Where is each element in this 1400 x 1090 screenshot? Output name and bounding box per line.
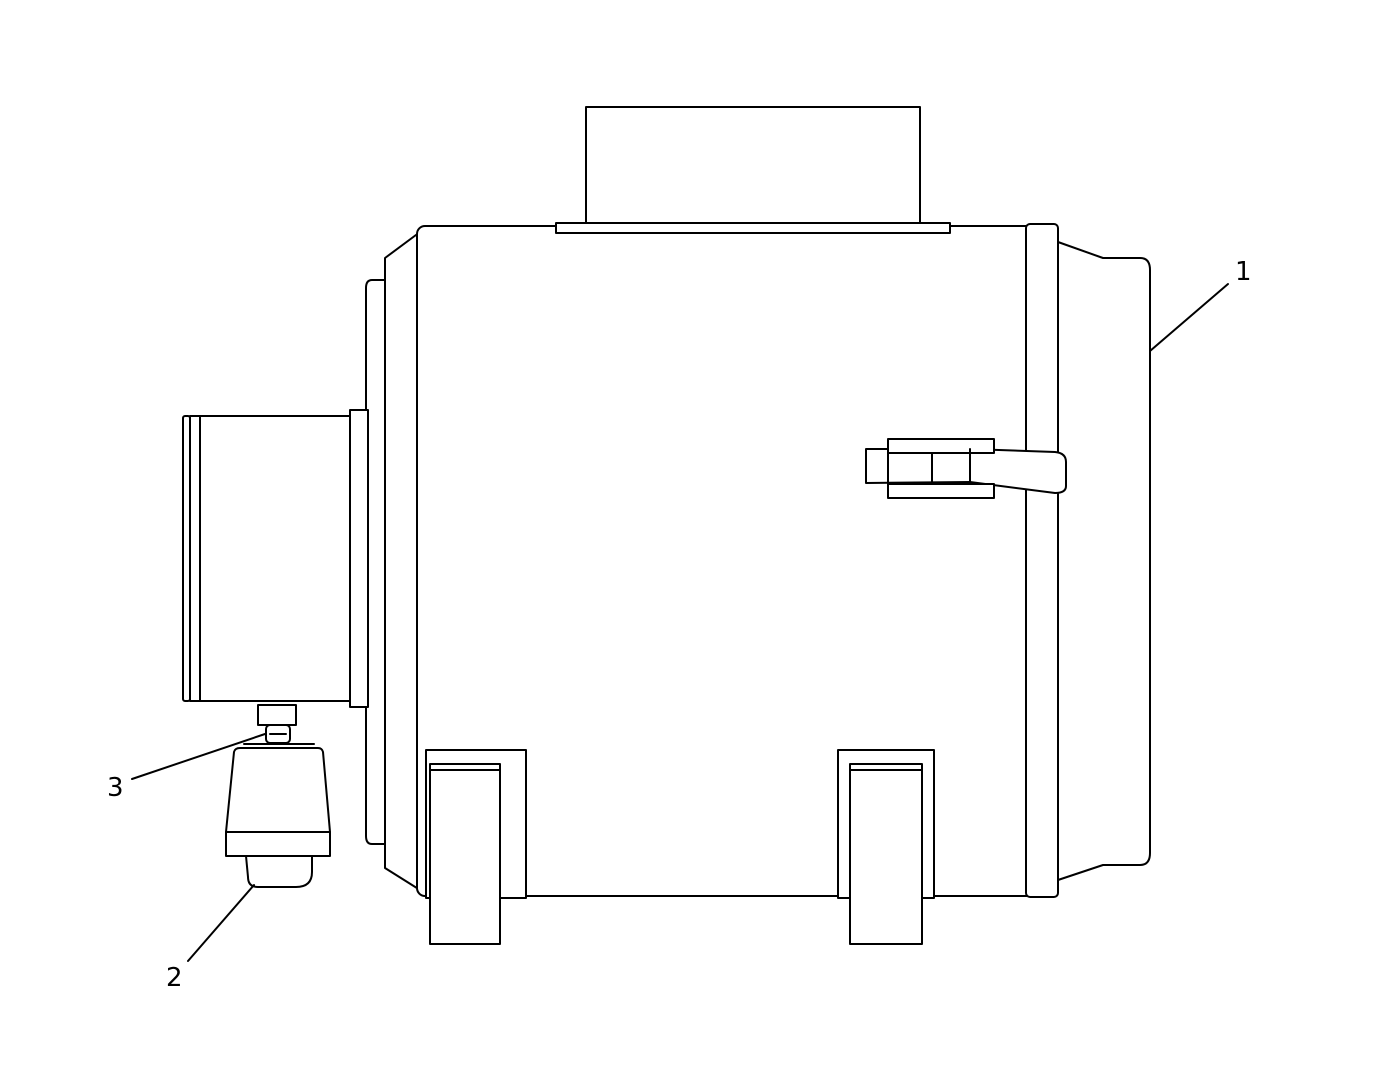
callout-3: 3 [107, 733, 266, 803]
clamp-band [1025, 223, 1059, 898]
callout-label-3: 3 [107, 773, 124, 803]
callout-2: 2 [166, 884, 255, 993]
left-end-cap [365, 231, 421, 891]
callout-1: 1 [1149, 257, 1252, 352]
latch [865, 438, 1067, 499]
right-end-cap [1057, 241, 1151, 881]
inlet-pipe [182, 409, 369, 708]
mounting-foot-left [425, 749, 527, 945]
fitting-nut [257, 704, 297, 744]
callout-label-1: 1 [1235, 257, 1252, 287]
callout-label-2: 2 [166, 963, 183, 993]
outlet-top [555, 106, 951, 234]
mounting-foot-right [837, 749, 935, 945]
dust-valve [225, 743, 331, 888]
